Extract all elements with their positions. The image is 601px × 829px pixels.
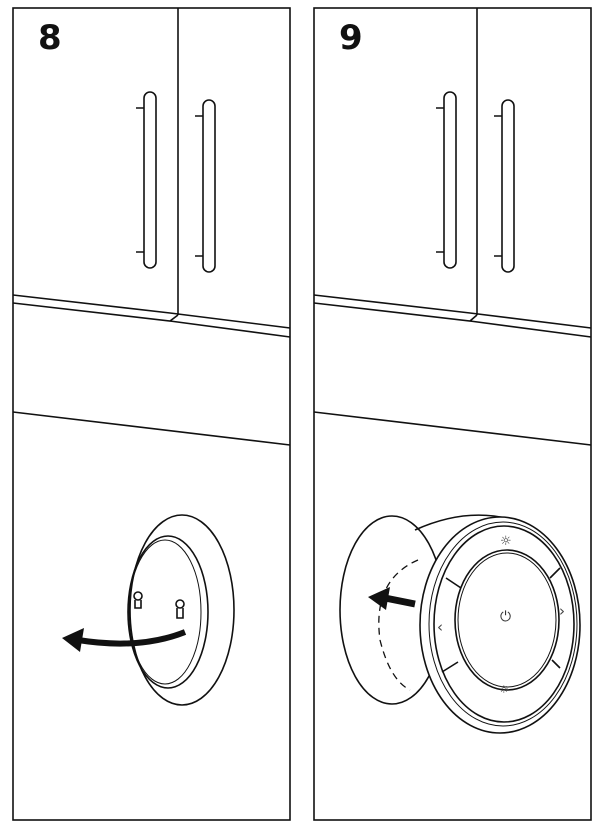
remote-control (414, 514, 581, 734)
cabinet-handle-left (136, 91, 157, 269)
brightness-down-icon: ☼ (499, 683, 509, 696)
power-icon: ⏻ (500, 609, 512, 625)
keyhole-icon (133, 591, 143, 609)
push-arrow-icon (368, 587, 416, 610)
keyhole-icon (175, 599, 185, 619)
step-number: 9 (339, 18, 363, 58)
panel-step-9 (313, 7, 592, 821)
rotate-arrow-icon (62, 628, 187, 652)
cabinet-handle-right (494, 99, 515, 273)
next-icon: › (559, 602, 565, 620)
step-number: 8 (38, 18, 62, 58)
wall-mount-plate (127, 514, 235, 706)
panel-step-8 (12, 7, 291, 821)
cabinet-handle-right (195, 99, 216, 273)
brightness-up-icon: ☼ (500, 534, 512, 549)
previous-icon: ‹ (437, 618, 443, 636)
cabinet-handle-left (436, 91, 457, 269)
